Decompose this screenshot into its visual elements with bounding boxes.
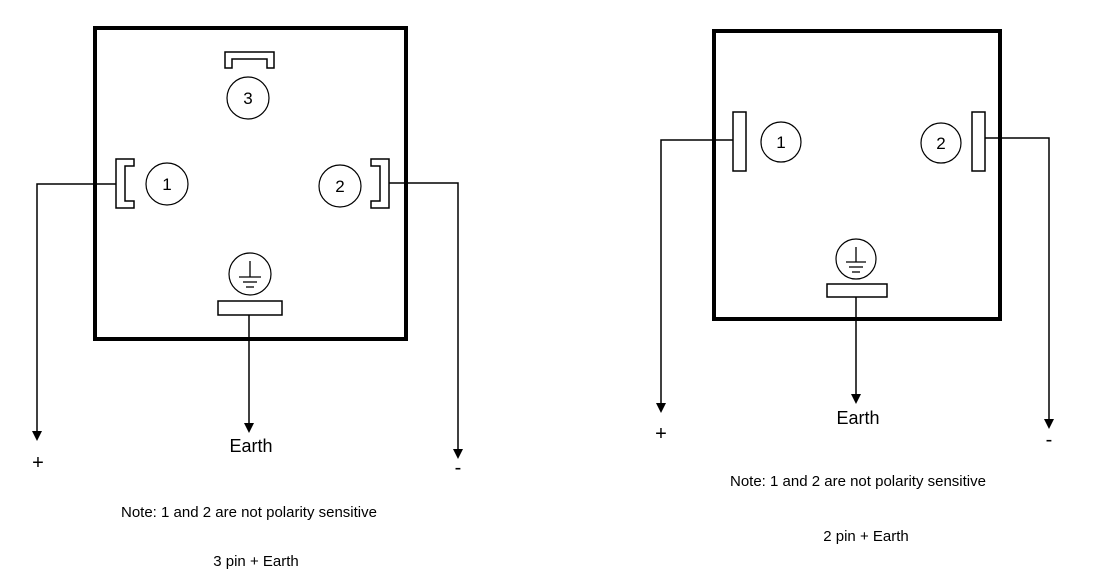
right-diagram: 1 2 + - Earth Note: 1 and 2 are not pola… [655,29,1054,545]
left-pin3-label: 3 [243,89,252,108]
right-pin2-circle [920,122,962,164]
right-minus-label: - [1046,429,1053,451]
right-note: Note: 1 and 2 are not polarity sensitive [730,473,986,490]
left-plus-label: + [32,452,44,474]
right-caption: 2 pin + Earth [823,528,908,545]
left-caption: 3 pin + Earth [213,553,298,570]
left-earth-label: Earth [229,436,272,456]
left-pin2-label: 2 [335,177,344,196]
right-plus-label: + [655,423,667,445]
left-pin1-terminal [115,158,135,209]
right-pin1-circle [760,121,802,163]
left-pin1-label: 1 [162,175,171,194]
right-plus-wire [656,139,733,413]
right-connector-body [712,29,1002,321]
left-diagram: 3 1 2 + - Earth Note: 1 and 2 are not po… [32,26,463,570]
right-pin1-label: 1 [776,133,785,152]
left-earth-terminal [217,300,283,316]
left-earth-icon [228,252,272,296]
right-pin1-terminal [732,111,747,172]
right-pin2-label: 2 [936,134,945,153]
left-pin3-circle [226,76,270,120]
left-plus-wire [32,183,116,441]
right-minus-wire [985,137,1054,429]
left-minus-wire [389,182,463,459]
left-pin3-terminal [224,51,275,69]
left-pin2-circle [318,164,362,208]
left-pin2-terminal [370,158,390,209]
left-minus-label: - [455,457,462,479]
left-note: Note: 1 and 2 are not polarity sensitive [121,504,377,521]
left-pin1-circle [145,162,189,206]
right-earth-icon [835,238,877,280]
right-earth-label: Earth [836,408,879,428]
right-pin2-terminal [971,111,986,172]
right-earth-terminal [826,283,888,298]
